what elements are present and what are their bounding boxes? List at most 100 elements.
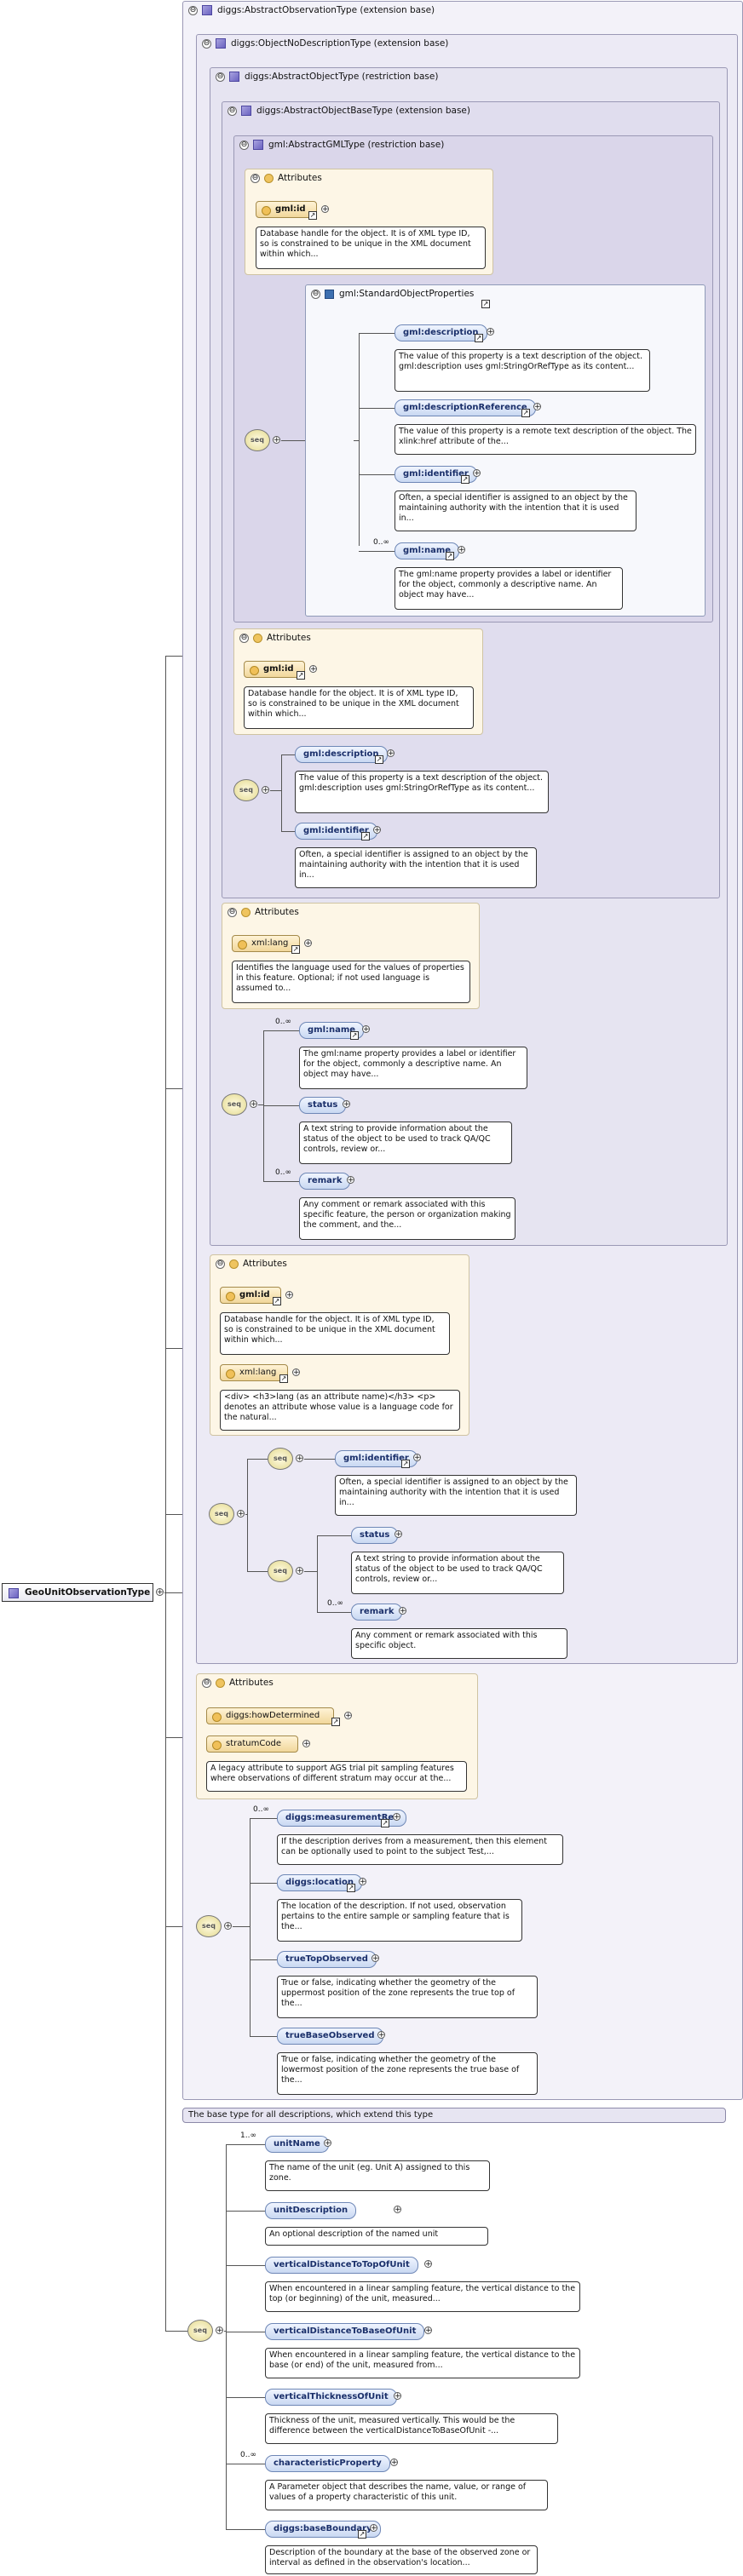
expand-plus-icon[interactable]: + <box>362 1025 370 1034</box>
expand-plus-icon[interactable]: + <box>373 826 381 835</box>
element-status[interactable]: status <box>299 1097 347 1114</box>
link-icon[interactable]: ↗ <box>401 1460 410 1468</box>
sequence-compositor-icon[interactable]: seq <box>209 1503 234 1525</box>
expand-plus-icon[interactable]: + <box>370 2524 377 2533</box>
collapse-icon[interactable]: ⊖ <box>251 173 260 183</box>
expand-plus-icon[interactable]: + <box>302 1740 310 1748</box>
sequence-compositor-icon[interactable]: seq <box>196 1915 222 1937</box>
element-unit-description[interactable]: unitDescription <box>265 2202 357 2219</box>
element-characteristic-property[interactable]: characteristicProperty <box>265 2455 390 2472</box>
expand-plus-icon[interactable]: + <box>237 1510 245 1518</box>
expand-plus-icon[interactable]: + <box>377 2031 385 2040</box>
element-measurement-ref[interactable]: diggs:measurementRef <box>277 1810 406 1827</box>
expand-plus-icon[interactable]: + <box>394 2206 401 2214</box>
expand-plus-icon[interactable]: + <box>424 2326 432 2335</box>
attribute-gml-id[interactable]: gml:id <box>220 1287 281 1304</box>
element-gml-description-reference[interactable]: gml:descriptionReference <box>395 399 536 416</box>
expand-plus-icon[interactable]: + <box>390 2458 398 2467</box>
element-unit-name[interactable]: unitName <box>265 2136 329 2153</box>
collapse-icon[interactable]: ⊖ <box>202 38 211 49</box>
expand-plus-icon[interactable]: + <box>292 1368 300 1377</box>
expand-plus-icon[interactable]: + <box>393 1813 400 1822</box>
element-gml-name[interactable]: gml:name <box>395 542 460 559</box>
expand-plus-icon[interactable]: + <box>458 546 465 554</box>
attribute-xml-lang[interactable]: xml:lang <box>232 935 300 952</box>
element-remark[interactable]: remark <box>299 1173 351 1190</box>
expand-plus-icon[interactable]: + <box>296 1454 303 1463</box>
element-remark[interactable]: remark <box>351 1604 403 1621</box>
expand-plus-icon[interactable]: + <box>424 2260 432 2269</box>
expand-plus-icon[interactable]: + <box>344 1712 352 1720</box>
expand-plus-icon[interactable]: + <box>262 786 269 795</box>
link-icon[interactable]: ↗ <box>481 300 490 308</box>
link-icon[interactable]: ↗ <box>375 755 383 764</box>
link-icon[interactable]: ↗ <box>297 671 305 680</box>
collapse-icon[interactable]: ⊖ <box>311 289 320 299</box>
element-vertical-distance-to-base[interactable]: verticalDistanceToBaseOfUnit <box>265 2323 425 2340</box>
collapse-icon[interactable]: ⊖ <box>228 907 237 917</box>
expand-plus-icon[interactable]: + <box>394 2392 401 2401</box>
link-icon[interactable]: ↗ <box>361 832 370 840</box>
link-icon[interactable]: ↗ <box>358 2530 366 2539</box>
expand-plus-icon[interactable]: + <box>343 1100 350 1109</box>
expand-plus-icon[interactable]: + <box>533 403 541 411</box>
link-icon[interactable]: ↗ <box>273 1297 281 1305</box>
expand-plus-icon[interactable]: + <box>304 939 312 948</box>
expand-plus-icon[interactable]: + <box>473 469 481 478</box>
link-icon[interactable]: ↗ <box>446 552 454 560</box>
expand-plus-icon[interactable]: + <box>224 1922 232 1931</box>
expand-plus-icon[interactable]: + <box>285 1291 293 1299</box>
attribute-gml-id[interactable]: gml:id <box>256 201 317 218</box>
expand-plus-icon[interactable]: + <box>309 665 317 674</box>
element-vertical-distance-to-top[interactable]: verticalDistanceToTopOfUnit <box>265 2257 418 2274</box>
collapse-icon[interactable]: ⊖ <box>228 106 237 116</box>
expand-plus-icon[interactable]: + <box>359 1878 366 1886</box>
element-base-boundary[interactable]: diggs:baseBoundary <box>265 2521 381 2538</box>
expand-plus-icon[interactable]: + <box>250 1100 257 1109</box>
collapse-icon[interactable]: ⊖ <box>216 1259 225 1269</box>
attribute-xml-lang[interactable]: xml:lang <box>220 1364 288 1381</box>
element-status[interactable]: status <box>351 1527 399 1544</box>
element-true-top-observed[interactable]: trueTopObserved <box>277 1951 377 1968</box>
expand-plus-icon[interactable]: + <box>413 1454 421 1462</box>
expand-plus-icon[interactable]: + <box>372 1954 379 1963</box>
expand-plus-icon[interactable]: + <box>347 1176 354 1185</box>
link-icon[interactable]: ↗ <box>331 1718 340 1726</box>
link-icon[interactable]: ↗ <box>475 334 483 342</box>
sequence-compositor-icon[interactable]: seq <box>187 2320 213 2342</box>
expand-plus-icon[interactable]: + <box>399 1607 406 1615</box>
link-icon[interactable]: ↗ <box>350 1031 359 1040</box>
expand-plus-icon[interactable]: + <box>324 2139 331 2148</box>
element-gml-description[interactable]: gml:description <box>395 324 487 341</box>
collapse-icon[interactable]: ⊖ <box>216 72 225 82</box>
collapse-icon[interactable]: ⊖ <box>202 1678 211 1688</box>
attribute-stratum-code[interactable]: stratumCode <box>206 1736 298 1753</box>
sequence-compositor-icon[interactable]: seq <box>268 1560 293 1582</box>
expand-plus-icon[interactable]: + <box>156 1588 164 1597</box>
expand-plus-icon[interactable]: + <box>321 205 329 214</box>
link-icon[interactable]: ↗ <box>347 1884 355 1892</box>
link-icon[interactable]: ↗ <box>279 1374 288 1383</box>
root-element[interactable]: GeoUnitObservationType <box>2 1583 153 1602</box>
sequence-compositor-icon[interactable]: seq <box>245 429 270 451</box>
collapse-icon[interactable]: ⊖ <box>239 140 249 150</box>
attribute-how-determined[interactable]: diggs:howDetermined <box>206 1707 334 1724</box>
link-icon[interactable]: ↗ <box>461 475 469 484</box>
link-icon[interactable]: ↗ <box>521 409 530 417</box>
expand-plus-icon[interactable]: + <box>387 749 395 758</box>
collapse-icon[interactable]: ⊖ <box>188 5 198 15</box>
sequence-compositor-icon[interactable]: seq <box>233 779 259 801</box>
element-vertical-thickness[interactable]: verticalThicknessOfUnit <box>265 2389 397 2406</box>
expand-plus-icon[interactable]: + <box>296 1567 303 1575</box>
expand-plus-icon[interactable]: + <box>395 1530 402 1539</box>
expand-plus-icon[interactable]: + <box>216 2326 223 2335</box>
sequence-compositor-icon[interactable]: seq <box>222 1093 247 1116</box>
link-icon[interactable]: ↗ <box>291 945 300 954</box>
element-gml-description[interactable]: gml:description <box>295 746 388 763</box>
attribute-gml-id[interactable]: gml:id <box>244 661 305 678</box>
link-icon[interactable]: ↗ <box>381 1819 389 1827</box>
expand-plus-icon[interactable]: + <box>273 436 280 445</box>
element-true-base-observed[interactable]: trueBaseObserved <box>277 2028 383 2045</box>
collapse-icon[interactable]: ⊖ <box>239 633 249 643</box>
link-icon[interactable]: ↗ <box>308 211 317 220</box>
